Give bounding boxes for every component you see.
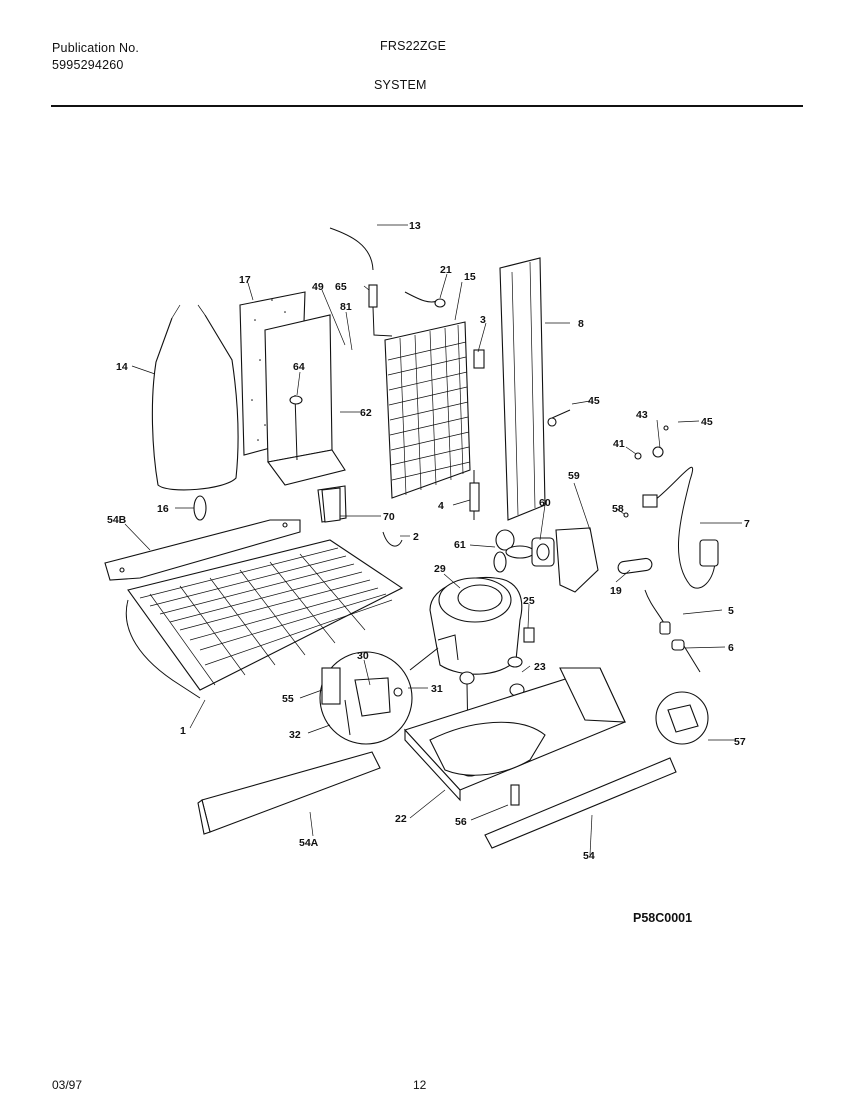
- publication-label: Publication No.: [52, 41, 140, 55]
- part-power-cord: [642, 466, 719, 589]
- model-number: FRS22ZGE: [380, 39, 447, 53]
- leader-lines: [124, 224, 742, 856]
- callout-81: 81: [340, 301, 352, 313]
- callout-31: 31: [431, 683, 443, 695]
- callout-25: 25: [523, 595, 535, 607]
- part-inset-relay: [319, 647, 439, 745]
- callout-8: 8: [578, 318, 584, 330]
- part-condenser: [125, 539, 404, 699]
- callout-32: 32: [289, 729, 301, 741]
- callout-23: 23: [534, 661, 546, 673]
- part-43: [652, 446, 664, 458]
- callout-43: 43: [636, 409, 648, 421]
- callout-62: 62: [360, 407, 372, 419]
- section-title: SYSTEM: [374, 78, 427, 92]
- callout-54: 54: [583, 850, 595, 862]
- callout-65: 65: [335, 281, 347, 293]
- part-inset-57: [655, 691, 709, 745]
- part-channel: [499, 257, 546, 521]
- callout-2: 2: [413, 531, 419, 543]
- part-bracket-rear: [104, 519, 301, 581]
- publication-number: 5995294260: [52, 58, 124, 72]
- callout-4: 4: [438, 500, 444, 512]
- part-41: [634, 452, 642, 460]
- callout-14: 14: [116, 361, 128, 373]
- part-screw-56: [510, 784, 520, 806]
- part-fan-bracket: [555, 527, 599, 593]
- callout-70: 70: [383, 511, 395, 523]
- callout-61: 61: [454, 539, 466, 551]
- part-grommet-23c: [459, 671, 475, 685]
- callout-labels: 13 17 49 65 21 15 81 3 8 14 64 62 45 43 …: [107, 220, 750, 862]
- callout-17: 17: [239, 274, 251, 286]
- callout-21: 21: [440, 264, 452, 276]
- callout-1: 1: [180, 725, 186, 737]
- part-fan-motor: [531, 537, 555, 567]
- callout-5: 5: [728, 605, 734, 617]
- part-rail-front: [484, 757, 677, 849]
- callout-55: 55: [282, 693, 294, 705]
- callout-57: 57: [734, 736, 746, 748]
- callout-59: 59: [568, 470, 580, 482]
- callout-49: 49: [312, 281, 324, 293]
- part-45-screw: [663, 425, 669, 431]
- callout-54b: 54B: [107, 514, 127, 526]
- part-bag-heater: [151, 304, 239, 491]
- part-6: [671, 639, 685, 651]
- callout-19: 19: [610, 585, 622, 597]
- diagram-reference-code: P58C0001: [633, 911, 693, 925]
- callout-41: 41: [613, 438, 625, 450]
- part-grommet-23a: [507, 656, 523, 668]
- callout-58: 58: [612, 503, 624, 515]
- page-number: 12: [413, 1078, 427, 1092]
- part-drier: [469, 470, 480, 520]
- part-fitting: [368, 284, 378, 308]
- part-compressor: [429, 576, 523, 675]
- callout-22: 22: [395, 813, 407, 825]
- callout-6: 6: [728, 642, 734, 654]
- part-screw: [551, 409, 571, 419]
- callout-7: 7: [744, 518, 750, 530]
- part-58: [623, 512, 629, 518]
- part-bracket-front: [197, 751, 381, 835]
- part-fan-blade: [493, 529, 535, 573]
- publication-date: 03/97: [52, 1078, 83, 1092]
- header-rule: [51, 105, 803, 107]
- callout-56: 56: [455, 816, 467, 828]
- callout-60: 60: [539, 497, 551, 509]
- callout-45: 45: [588, 395, 600, 407]
- part-clip: [473, 349, 485, 369]
- part-thermostat: [404, 291, 441, 303]
- part-defrost-heater-clip: [321, 487, 341, 523]
- part-drain-tube: [329, 227, 374, 271]
- callout-54a: 54A: [299, 837, 319, 849]
- callout-30: 30: [357, 650, 369, 662]
- part-retainer: [382, 531, 403, 547]
- part-evaporator-cover: [264, 314, 347, 523]
- part-base-pan: [404, 667, 626, 802]
- callout-45b: 45: [701, 416, 713, 428]
- part-clamp: [193, 495, 207, 521]
- callout-16: 16: [157, 503, 169, 515]
- callout-13: 13: [409, 220, 421, 232]
- part-tube-19: [617, 557, 653, 575]
- part-evaporator-coil: [384, 321, 471, 499]
- callout-64: 64: [293, 361, 305, 373]
- callout-29: 29: [434, 563, 446, 575]
- part-grommet-25: [523, 627, 535, 643]
- callout-3: 3: [480, 314, 486, 326]
- callout-15: 15: [464, 271, 476, 283]
- part-wire-5: [644, 589, 666, 626]
